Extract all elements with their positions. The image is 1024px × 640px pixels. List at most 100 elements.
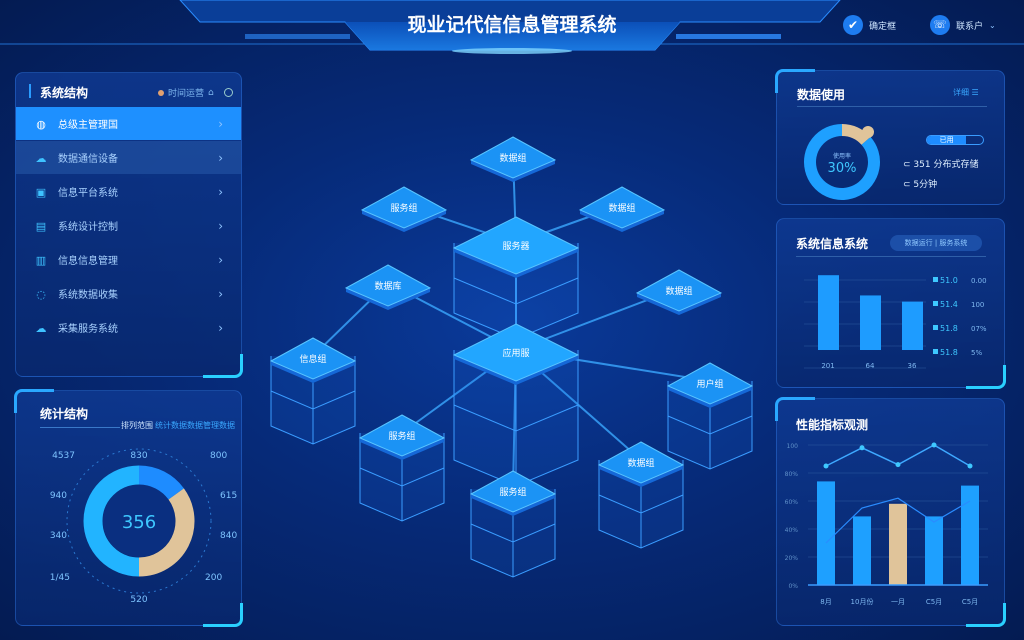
network-node[interactable]: 数据组 (597, 441, 685, 549)
node-label: 服务器 (502, 240, 529, 252)
bar (902, 301, 923, 350)
node-side (271, 361, 355, 383)
usage-row-2: ⊂ 351 分布式存储 (903, 160, 979, 170)
node-top (666, 362, 754, 405)
nav-item-label: 数据通信设备 (58, 154, 118, 165)
dotted-ring (66, 448, 212, 594)
chevron-right-icon: › (218, 184, 223, 199)
nav-item[interactable]: ☁采集服务系统› (16, 311, 241, 344)
stats-tab[interactable]: 排列范围 (121, 421, 153, 430)
y-tick-label: 40% (785, 527, 799, 534)
phone-icon: ☏ (930, 15, 950, 35)
chevron-right-icon: › (218, 252, 223, 267)
donut-center-value: 356 (122, 512, 156, 533)
network-diagram: 数据组服务组数据组服务器数据库数据组应用服信息组用户组服务组数据组服务组 (269, 136, 754, 578)
circle-icon[interactable] (223, 88, 233, 97)
node-label: 服务组 (499, 486, 526, 498)
chevron-right-icon: › (218, 286, 223, 301)
network-node[interactable]: 数据库 (344, 264, 432, 310)
chevron-right-icon: › (218, 218, 223, 233)
node-box (359, 433, 445, 522)
cloud-icon: ☁ (35, 321, 47, 335)
bar (853, 516, 871, 585)
donut-segment (138, 488, 195, 577)
usage-menu-label: 详细 (953, 88, 969, 97)
donut-label: 200 (205, 573, 222, 583)
nav-item-label: 系统设计控制 (58, 222, 118, 233)
donut-label: 1/45 (50, 573, 70, 583)
node-top (358, 414, 446, 457)
contact-label: 联系户 (956, 21, 984, 32)
node-label: 服务组 (390, 202, 417, 214)
x-tick-label: C5月 (926, 598, 942, 606)
node-side (362, 210, 446, 232)
network-node[interactable]: 数据组 (469, 136, 557, 182)
node-top (578, 186, 666, 229)
usage-menu[interactable]: 详细 ☰ (953, 88, 979, 97)
nav-item[interactable]: ▤系统设计控制› (16, 209, 241, 242)
nav-item[interactable]: ☁数据通信设备› (16, 141, 241, 174)
divider (796, 256, 986, 257)
node-side (580, 210, 664, 232)
node-label: 数据组 (608, 202, 635, 214)
panel-title: 系统结构 (40, 86, 89, 100)
network-node[interactable]: 数据组 (635, 269, 723, 315)
usage-row-3: ⊂ 5分钟 (903, 180, 938, 190)
nav-item-label: 信息平台系统 (58, 188, 118, 199)
donut-value: 30% (828, 161, 857, 176)
nav-item[interactable]: ◌系统数据收集› (16, 277, 241, 310)
donut-label: 使用率 (833, 152, 851, 160)
node-label: 服务组 (388, 430, 415, 442)
nav-item-label: 系统数据收集 (58, 290, 118, 301)
donut-label: 840 (220, 531, 237, 541)
node-top (597, 441, 685, 484)
legend-value: 5% (971, 349, 982, 357)
network-node[interactable]: 服务组 (360, 186, 448, 232)
node-top (344, 264, 432, 307)
legend-swatch (933, 301, 938, 306)
donut-segment (841, 124, 871, 146)
legend-label: 51.8 (940, 348, 958, 357)
network-node[interactable]: 服务器 (452, 216, 580, 340)
legend-value: 0.00 (971, 277, 987, 285)
line-point (823, 463, 829, 469)
nav-item[interactable]: ▥信息信息管理› (16, 243, 241, 276)
chevron-down-icon: ⌄ (989, 20, 996, 30)
legend-label: 51.4 (940, 300, 958, 309)
network-node[interactable]: 信息组 (269, 337, 357, 445)
nav-item[interactable]: ◍总级主管理国› (16, 107, 241, 140)
line-point (895, 462, 901, 468)
x-tick-label: 10月份 (851, 597, 874, 606)
legend-value: 100 (971, 301, 984, 309)
network-node[interactable]: 服务组 (469, 470, 557, 578)
node-top (452, 216, 580, 275)
line-point (859, 445, 865, 451)
divider (797, 106, 987, 107)
x-tick-label: 64 (866, 362, 875, 370)
contact-button[interactable]: ☏ 联系户 ⌄ (930, 15, 996, 35)
network-node[interactable]: 数据组 (578, 186, 666, 232)
title-accent (29, 84, 31, 98)
network-node[interactable]: 用户组 (666, 362, 754, 470)
x-tick-label: 201 (821, 362, 834, 370)
node-box (470, 489, 556, 578)
node-box (667, 381, 753, 470)
confirm-button[interactable]: ✔ 确定框 (843, 15, 896, 35)
bar (889, 503, 907, 585)
node-label: 数据组 (499, 152, 526, 164)
trend-chart-title: 性能指标观测 (796, 418, 869, 432)
nav-item[interactable]: ▣信息平台系统› (16, 175, 241, 208)
donut-hole (103, 485, 175, 557)
home-icon[interactable]: ⌂ (208, 87, 214, 98)
network-node[interactable]: 应用服 (452, 323, 580, 487)
node-side (346, 288, 430, 310)
system-badge[interactable]: 数据运行 | 服务系统 (890, 235, 982, 251)
network-node[interactable]: 服务组 (358, 414, 446, 522)
donut-label: 800 (210, 451, 227, 461)
node-label: 数据组 (665, 285, 692, 297)
confirm-label: 确定框 (869, 21, 897, 32)
chevron-right-icon: › (218, 116, 223, 131)
donut-label: 340 (50, 531, 67, 541)
bar (860, 295, 881, 350)
nav-item-label: 总级主管理国 (58, 120, 118, 131)
